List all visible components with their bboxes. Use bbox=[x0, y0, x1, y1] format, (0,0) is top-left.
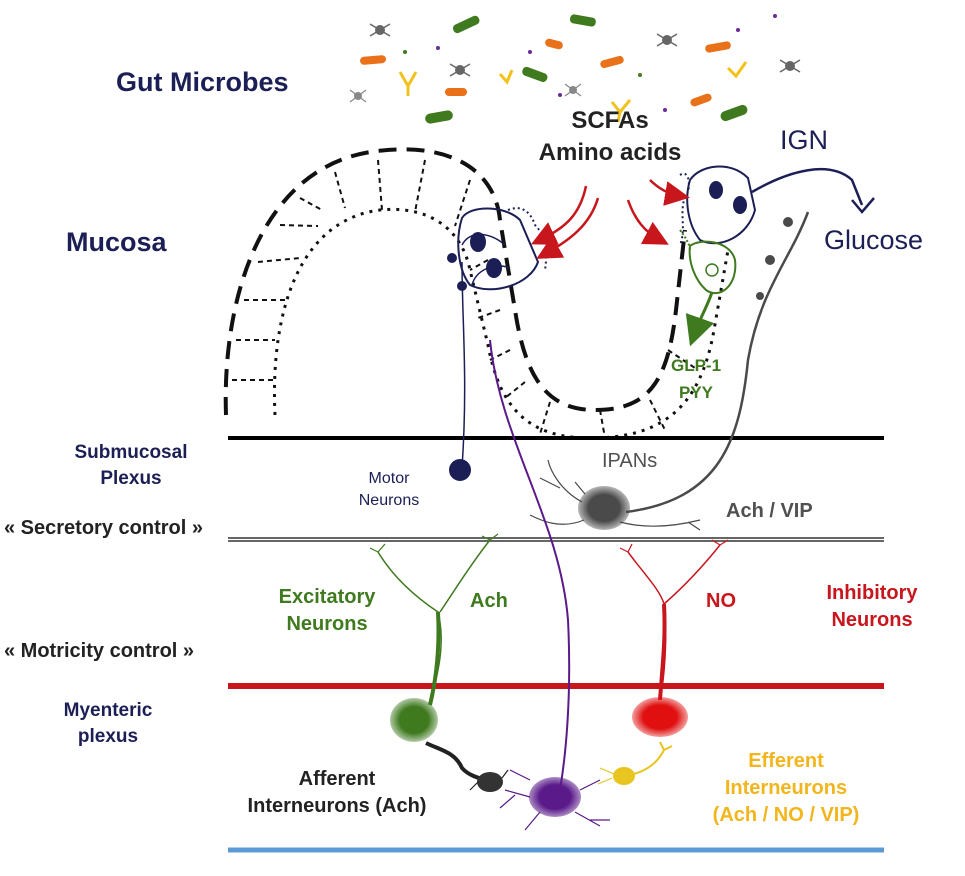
mucosa-label: Mucosa bbox=[66, 227, 167, 257]
efferent-transmitters-text: (Ach / NO / VIP) bbox=[712, 804, 860, 826]
glp1-arrow bbox=[685, 291, 715, 347]
motor-text: Motor bbox=[368, 470, 410, 487]
no-label: NO bbox=[706, 590, 736, 612]
scfa-arrows bbox=[530, 179, 690, 259]
efferent-text: Efferent bbox=[748, 750, 824, 772]
ach-label: Ach bbox=[470, 590, 508, 612]
excitatory-neurons-label: Excitatory Neurons bbox=[262, 584, 392, 638]
glp1-text: GLP-1 bbox=[670, 356, 722, 375]
efferent-interneurons-text: Interneurons bbox=[724, 777, 848, 799]
motricity-control-label: « Motricity control » bbox=[4, 640, 195, 662]
glp1-pyy-label: GLP-1 PYY bbox=[660, 352, 732, 406]
afferent-interneurons-label: Afferent Interneurons (Ach) bbox=[222, 766, 452, 820]
plexus-myenteric-text: plexus bbox=[77, 725, 139, 747]
inhibitory-neuron bbox=[619, 539, 729, 737]
motor-neurons-label: Motor Neurons bbox=[344, 468, 434, 511]
ipan-neuron bbox=[529, 211, 810, 531]
afferent-neuron bbox=[489, 339, 610, 831]
gut-microbes-cluster bbox=[349, 14, 801, 124]
motor-neurons-text: Neurons bbox=[358, 491, 420, 509]
excitatory-neurons-text: Neurons bbox=[286, 613, 368, 635]
glucose-label: Glucose bbox=[824, 225, 924, 255]
ach-vip-label: Ach / VIP bbox=[726, 500, 813, 522]
scfas-text: SCFAs bbox=[571, 107, 649, 134]
pyy-text: PYY bbox=[678, 383, 714, 403]
scfas-label: SCFAs Amino acids bbox=[520, 105, 700, 170]
inhibitory-text: Inhibitory bbox=[826, 582, 918, 604]
myenteric-plexus-label: Myenteric plexus bbox=[48, 698, 168, 749]
submucosal-plexus-label: Submucosal Plexus bbox=[56, 440, 206, 491]
afferent-interneurons-text: Interneurons (Ach) bbox=[247, 795, 427, 817]
plexus-text: Plexus bbox=[100, 467, 162, 489]
efferent-neuron bbox=[597, 741, 673, 785]
ipans-label: IPANs bbox=[602, 450, 658, 472]
inhibitory-neurons-text: Neurons bbox=[831, 609, 913, 631]
excitatory-neuron bbox=[369, 533, 499, 742]
submucosal-text: Submucosal bbox=[74, 442, 188, 463]
myenteric-text: Myenteric bbox=[63, 700, 153, 721]
afferent-connector-neuron bbox=[425, 741, 509, 792]
motor-neuron bbox=[447, 253, 471, 481]
epithelial-cell-right bbox=[679, 165, 757, 295]
mucosa-crypt-outline bbox=[223, 147, 730, 440]
ign-glucose-arrow bbox=[751, 167, 864, 206]
inhibitory-neurons-label: Inhibitory Neurons bbox=[812, 580, 932, 634]
excitatory-text: Excitatory bbox=[278, 586, 376, 608]
amino-acids-text: Amino acids bbox=[538, 139, 682, 167]
secretory-control-label: « Secretory control » bbox=[4, 517, 203, 539]
efferent-interneurons-label: Efferent Interneurons (Ach / NO / VIP) bbox=[686, 748, 886, 829]
ign-label: IGN bbox=[780, 125, 829, 155]
afferent-text: Afferent bbox=[298, 768, 376, 790]
gut-microbes-label: Gut Microbes bbox=[116, 67, 289, 97]
